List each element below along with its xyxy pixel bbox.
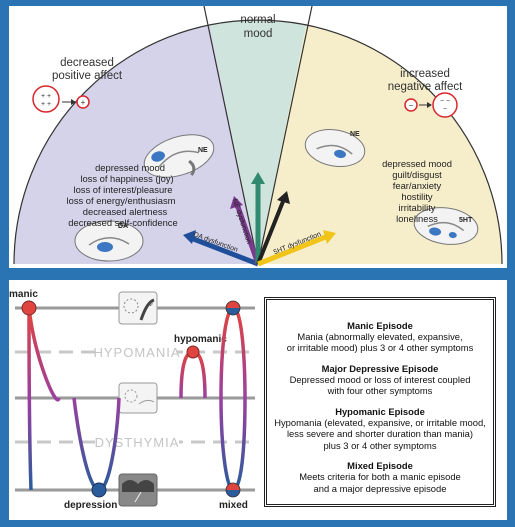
depression-icon-box [118, 473, 158, 507]
episode-body-line: Hypomania (elevated, expansive, or irrit… [274, 416, 486, 428]
brain-label-ne-right: NE [350, 131, 360, 138]
manic-dot [21, 300, 37, 316]
mixed-curve-down-right [232, 397, 247, 492]
brain-label-ne-left: NE [198, 147, 208, 154]
manic-curve-right [27, 307, 61, 402]
mood-episode-panel: HYPOMANIA DYSTHYMIA ♪ manic depression h… [9, 280, 507, 520]
brain-label-5ht: 5HT [459, 217, 473, 224]
left-symptom-5: decreased alertness [83, 206, 168, 217]
left-symptom-1: depressed mood [95, 162, 165, 173]
svg-text:−: − [443, 106, 447, 113]
episode-title-major-depressive: Major Depressive Episode [321, 362, 439, 374]
svg-text:−: − [409, 101, 414, 110]
increased-negative-icon: − − − − [404, 92, 458, 118]
hypomanic-dot [186, 345, 200, 359]
episode-body-manic: Mania (abnormally elevated, expansive, o… [273, 331, 487, 354]
left-divider [203, 6, 259, 265]
episode-body-line: with four other symptoms [327, 385, 433, 397]
episode-body-line: Depressed mood or loss of interest coupl… [289, 373, 471, 385]
brain-5ht [413, 207, 479, 245]
left-symptom-6: decreased self-confidence [68, 217, 177, 228]
right-symptom-5: irritability [399, 202, 436, 213]
left-symptom-2: loss of happiness (joy) [80, 173, 173, 184]
depression-label: depression [64, 500, 117, 511]
right-divider [257, 6, 313, 265]
episode-body-line: plus 3 or 4 other symptoms [323, 439, 437, 451]
depression-dot [91, 482, 107, 498]
brain-ne-right [304, 129, 366, 167]
dysfunction-arrows [183, 172, 336, 267]
manic-icon-box: ♪ [118, 291, 158, 325]
episode-title-mixed: Mixed Episode [347, 460, 413, 472]
svg-text:− −: − − [440, 98, 450, 105]
svg-text:+: + [81, 98, 86, 107]
semicircle-outline [13, 19, 503, 265]
episode-title-manic: Manic Episode [347, 320, 413, 331]
manic-curve-left [27, 307, 33, 491]
episode-body-mixed: Meets criteria for both a manic episode … [273, 471, 487, 494]
manic-label: manic [9, 289, 38, 300]
normal-mood-label-1: normal [240, 14, 275, 26]
ne-right-arrow [256, 198, 286, 265]
episode-body-line: Mania (abnormally elevated, expansive, [297, 331, 463, 342]
affect-diagram: normal mood decreased positive affect in… [13, 6, 503, 267]
left-symptom-3: loss of interest/pleasure [73, 184, 172, 195]
mixed-curve-down-left [219, 397, 234, 492]
da-arrow [190, 235, 259, 267]
brain-da [74, 220, 144, 262]
left-title-2: positive affect [52, 70, 123, 82]
middle-sector [204, 20, 312, 264]
normal-mood-label-2: mood [244, 28, 273, 40]
svg-text:+ +: + + [41, 101, 51, 108]
5ht-arrow [257, 233, 329, 267]
right-title-1: increased [400, 68, 450, 80]
episode-body-line: Meets criteria for both a manic episode [299, 471, 461, 483]
ne-left-arrow [234, 203, 261, 265]
episode-body-line: less severe and shorter duration than ma… [286, 428, 474, 440]
episode-body-major-depressive: Depressed mood or loss of interest coupl… [273, 374, 487, 397]
right-symptom-3: fear/anxiety [393, 180, 442, 191]
decreased-positive-icon: + + + + + [32, 85, 90, 113]
mixed-dot-bottom [225, 482, 241, 498]
right-symptom-6: loneliness [396, 213, 438, 224]
episode-body-line: or irritable mood) plus 3 or 4 other sym… [286, 342, 474, 354]
left-symptom-4: loss of energy/enthusiasm [67, 195, 176, 206]
episode-body-line: and a major depressive episode [313, 482, 447, 494]
episode-definitions-box: Manic Episode Mania (abnormally elevated… [264, 297, 496, 507]
right-symptom-1: depressed mood [382, 158, 452, 169]
brain-label-da: DA [118, 223, 128, 230]
dysthymia-label: DYSTHYMIA [95, 435, 180, 450]
right-symptom-4: hostility [401, 191, 433, 202]
hypomanic-label: hypomanic [174, 334, 227, 345]
episode-body-hypomanic: Hypomania (elevated, expansive, or irrit… [273, 417, 487, 451]
euthymia-icon-box [118, 382, 158, 414]
svg-text:♪: ♪ [149, 298, 154, 308]
affect-diagram-panel: normal mood decreased positive affect in… [9, 6, 507, 268]
mood-episode-diagram: HYPOMANIA DYSTHYMIA ♪ manic depression h… [9, 289, 255, 511]
brain-ne-left [143, 134, 215, 178]
hypomanic-curve [179, 350, 207, 399]
svg-text:+ +: + + [41, 93, 51, 100]
right-title-2: negative affect [388, 81, 463, 93]
right-symptom-2: guilt/disgust [392, 169, 442, 180]
hypomania-label: HYPOMANIA [93, 345, 180, 360]
left-title-1: decreased [60, 57, 114, 69]
mixed-label: mixed [219, 500, 248, 511]
mixed-dot-top [225, 300, 241, 316]
episode-title-hypomanic: Hypomanic Episode [335, 405, 425, 417]
